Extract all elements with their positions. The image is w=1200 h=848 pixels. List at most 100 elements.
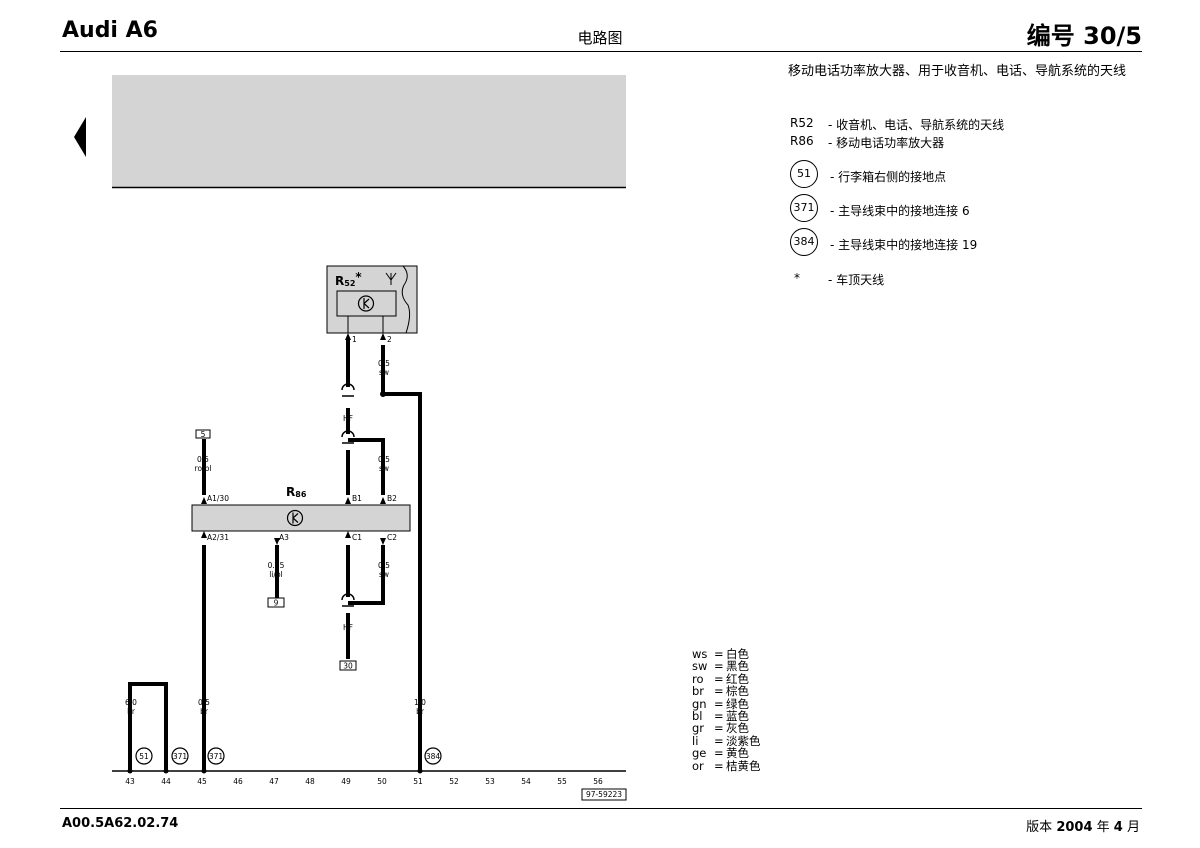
color-name: 淡紫色 [726,733,761,748]
legend-text: - 主导线束中的接地连接 19 [830,238,978,252]
color-name: 黄色 [726,746,749,761]
svg-text:br: br [127,707,136,716]
r86-pin-a1: A1/30 [207,494,229,503]
color-code: bl [692,709,703,723]
svg-text:0.5: 0.5 [378,455,390,464]
color-code-row: li=淡紫色 [692,733,761,748]
legend-text: - 移动电话功率放大器 [828,136,945,150]
splice-point [380,391,386,397]
scale-label: 49 [341,777,351,786]
color-code-row: or=桔黄色 [692,758,761,773]
wire-c2 [348,545,385,605]
scale-label: 50 [377,777,387,786]
r52-break-line [401,265,411,334]
svg-text:1.0: 1.0 [414,698,426,707]
amplifier-icon [286,509,304,527]
svg-text:ro/bl: ro/bl [195,464,212,473]
color-name: 棕色 [726,684,749,699]
amplifier-icon [357,295,375,312]
ground-markers: 51 371 371 384 [135,747,442,765]
color-name: 绿色 [726,696,749,711]
shield-icons [341,383,355,607]
svg-text:br: br [416,707,425,716]
wire-labels: 0.5 sw HF 0.5 sw 0.5 ro/bl 0.35 li/bl 0.… [125,359,426,716]
r86-pin-c2: C2 [387,533,397,542]
color-code: sw [692,659,708,674]
color-code-row: bl=蓝色 [692,709,749,723]
legend-text: - 行李箱右侧的接地点 [830,170,947,184]
color-code-row: ro=红色 [692,671,749,686]
r52-pin-2: 2 [387,335,392,344]
color-code-row: ws=白色 [692,647,749,661]
drawing-number: 97-59223 [586,790,622,799]
svg-text:371: 371 [173,752,188,761]
color-code-row: gn=绿色 [692,696,749,711]
svg-text:5: 5 [201,430,206,439]
svg-text:sw: sw [379,570,389,579]
version-year: 2004 [1056,820,1093,835]
color-code: ro [692,671,704,686]
version-mid: 年 [1096,820,1110,835]
ground-junctions [127,768,423,774]
color-code: ge [692,746,707,761]
scale-label: 52 [449,777,459,786]
r52-pin-1: 1 [352,335,357,344]
legend-text: - 收音机、电话、导航系统的天线 [828,118,1005,132]
svg-text:HF: HF [343,414,353,423]
color-code: gr [692,721,705,736]
version-suffix: 月 [1126,820,1140,835]
svg-text:6.0: 6.0 [125,698,137,707]
r86-pin-b2: B2 [387,494,397,503]
header-rule [60,51,1142,52]
svg-text:0.5: 0.5 [197,455,209,464]
svg-text:HF: HF [343,623,353,632]
color-code-row: br=棕色 [692,684,749,699]
scale-label: 51 [413,777,423,786]
legend-text: - 主导线束中的接地连接 6 [830,204,970,218]
pin-arrows [201,333,386,545]
diagram-title: 移动电话功率放大器、用于收音机、电话、导航系统的天线 [788,64,1127,79]
drawing-number-box [581,788,627,801]
color-name: 灰色 [726,721,749,736]
legend-code: R86 [790,134,814,148]
back-arrow-icon[interactable] [74,117,86,157]
svg-text:0.35: 0.35 [268,561,285,570]
r86-label: R86 [286,485,307,499]
svg-text:30: 30 [343,662,353,671]
svg-text:384: 384 [426,752,441,761]
legend-text: - 车顶天线 [828,273,885,287]
scale-label: 53 [485,777,495,786]
color-code: gn [692,696,707,711]
ref-boxes: 5 9 30 [195,429,357,671]
document-number: 编号 30/5 [1026,22,1142,50]
scale-label: 46 [233,777,243,786]
r86-pin-a2: A2/31 [207,533,229,542]
wire-b2 [348,438,385,495]
svg-text:0.5: 0.5 [378,561,390,570]
footer-code: A00.5A62.02.74 [62,816,179,831]
r86-pin-c1: C1 [352,533,362,542]
scale-label: 44 [161,777,171,786]
wire-ground-43-44 [128,682,168,770]
legend-code: * [794,271,800,285]
svg-text:sw: sw [379,464,389,473]
scale-label: 47 [269,777,279,786]
antenna-icon [385,272,397,285]
version-prefix: 版本 [1026,820,1053,835]
svg-text:li/bl: li/bl [269,570,283,579]
ground-point-icon: 371 [790,194,818,222]
grey-panel [112,75,626,187]
r86-pin-a3: A3 [279,533,289,542]
color-code: ws [692,647,708,661]
ground-point-icon: 384 [790,228,818,256]
wire-pin2-ground [381,345,422,770]
color-code: br [692,684,705,699]
color-name: 桔黄色 [726,758,761,773]
footer-rule [60,808,1142,809]
svg-text:0.5: 0.5 [378,359,390,368]
color-code-row: sw=黑色 [692,659,749,674]
color-name: 白色 [726,647,749,661]
scale-label: 56 [593,777,603,786]
